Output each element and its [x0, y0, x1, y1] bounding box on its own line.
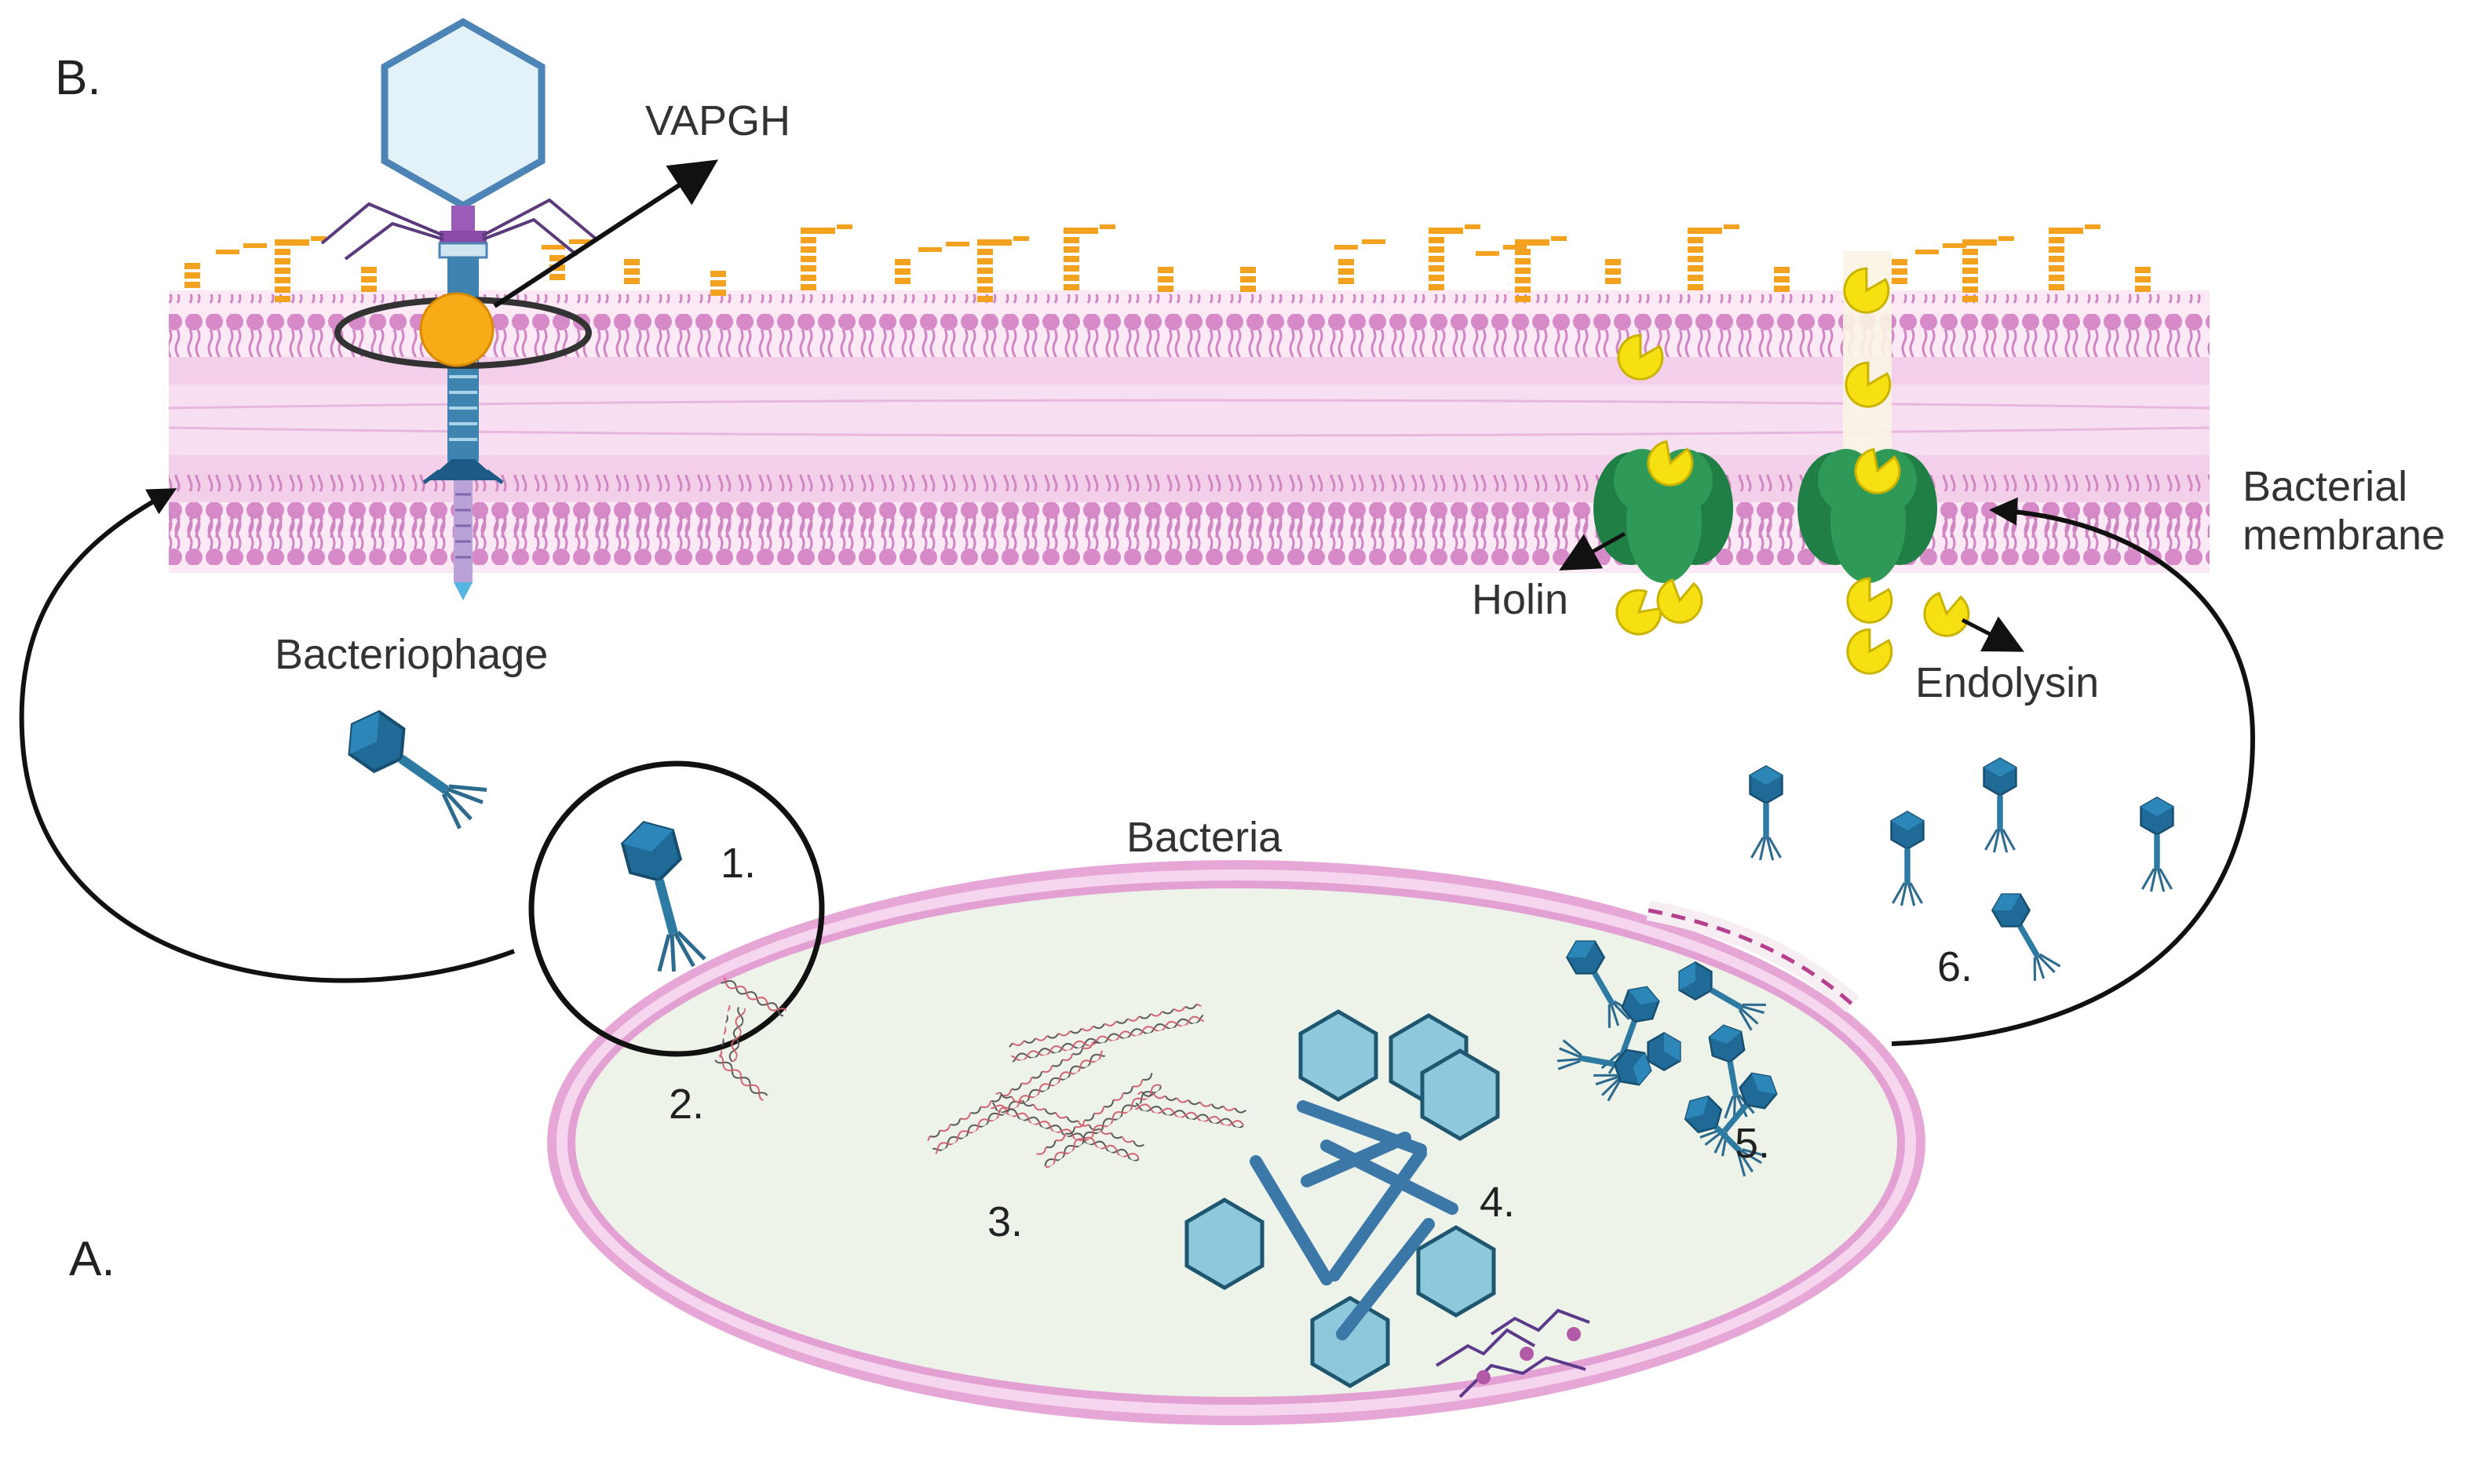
holin-pointer-arrow	[1559, 531, 1626, 571]
membrane-label-line1: Bacterial	[2243, 463, 2407, 510]
membrane-bacteriophage	[320, 17, 719, 600]
step-2-label: 2.	[669, 1081, 704, 1128]
endolysin-label: Endolysin	[1915, 659, 2099, 706]
step-4-label: 4.	[1480, 1179, 1515, 1226]
step-3-label: 3.	[987, 1198, 1023, 1245]
vapgh-label: VAPGH	[645, 97, 790, 144]
free-bacteriophage	[338, 703, 491, 833]
cycle-arrow-right	[1891, 497, 2256, 1046]
step-6-label: 6.	[1937, 943, 1973, 990]
panel-label-b: B.	[55, 51, 101, 105]
bacteria-label: Bacteria	[1126, 814, 1283, 861]
step4-assembly	[1187, 1012, 1590, 1398]
step-5-label: 5.	[1735, 1120, 1770, 1167]
bacterial-cell	[547, 860, 1925, 1425]
membrane-label-line2: membrane	[2243, 512, 2445, 559]
step3-dna-replication	[926, 1003, 1246, 1169]
bacteriophage-label: Bacteriophage	[275, 631, 548, 678]
panel-label-a: A.	[69, 1232, 115, 1286]
step1-attachment	[528, 760, 825, 1106]
holin-label: Holin	[1472, 576, 1568, 623]
endolysin-pointer-arrow	[1961, 616, 2024, 652]
glycan-chains	[184, 224, 2151, 302]
cycle-arrow-left	[19, 488, 516, 983]
step-1-label: 1.	[721, 840, 756, 887]
